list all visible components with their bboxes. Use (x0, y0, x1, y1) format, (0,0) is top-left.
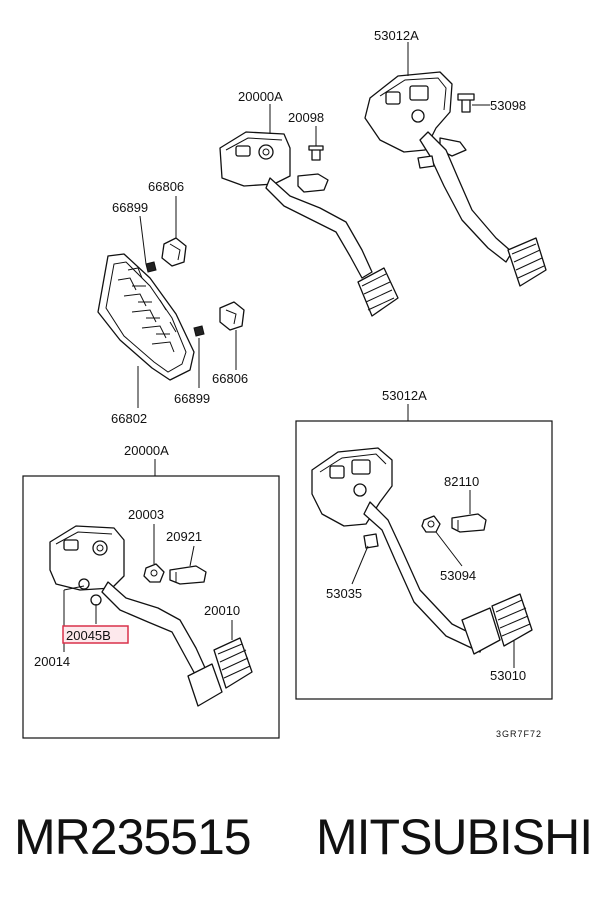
clutch-pedal-assembly-top (219, 131, 399, 317)
label-53012a-box[interactable]: 53012A (382, 388, 427, 403)
label-20003[interactable]: 20003 (128, 507, 164, 522)
label-53010[interactable]: 53010 (490, 668, 526, 683)
label-20921[interactable]: 20921 (166, 529, 202, 544)
diagram-code: 3GR7F72 (496, 729, 542, 739)
label-53012a-top[interactable]: 53012A (374, 28, 419, 43)
label-82110[interactable]: 82110 (444, 474, 479, 489)
brake-pedal-assembly-top (364, 71, 547, 287)
bolt-66899-upper (145, 261, 157, 273)
label-53098[interactable]: 53098 (490, 98, 526, 113)
clip-66806-upper (161, 237, 187, 267)
bolt-53098-top (457, 93, 475, 113)
clutch-pedal-assembly-detail (49, 525, 253, 707)
label-20014[interactable]: 20014 (34, 654, 70, 669)
label-20000a-box[interactable]: 20000A (124, 443, 169, 458)
switch-20921 (169, 565, 207, 585)
label-20010[interactable]: 20010 (204, 603, 240, 618)
label-20000a-top[interactable]: 20000A (238, 89, 283, 104)
clip-66806-lower (219, 301, 245, 331)
bolt-66899-lower (193, 325, 205, 337)
screw-20098 (308, 145, 324, 161)
label-66806-upper[interactable]: 66806 (148, 179, 184, 194)
nut-53094 (421, 515, 441, 533)
brand-name: MITSUBISHI (316, 809, 593, 865)
leader-lines (63, 42, 515, 668)
brake-pedal-assembly-detail (311, 447, 533, 655)
label-66806-lower[interactable]: 66806 (212, 371, 248, 386)
label-53035[interactable]: 53035 (326, 586, 362, 601)
label-66802[interactable]: 66802 (111, 411, 147, 426)
brake-detail-frame (295, 420, 553, 700)
clutch-detail-frame (22, 475, 280, 739)
footrest-66802 (97, 253, 195, 381)
switch-82110 (451, 513, 487, 533)
label-53094[interactable]: 53094 (440, 568, 476, 583)
label-20098[interactable]: 20098 (288, 110, 324, 125)
label-66899-upper[interactable]: 66899 (112, 200, 148, 215)
highlight-box-20045b (62, 625, 129, 644)
bushing-20003 (143, 563, 165, 583)
label-66899-lower[interactable]: 66899 (174, 391, 210, 406)
part-number: MR235515 (14, 809, 252, 865)
label-20045b[interactable]: 20045B (66, 628, 111, 643)
